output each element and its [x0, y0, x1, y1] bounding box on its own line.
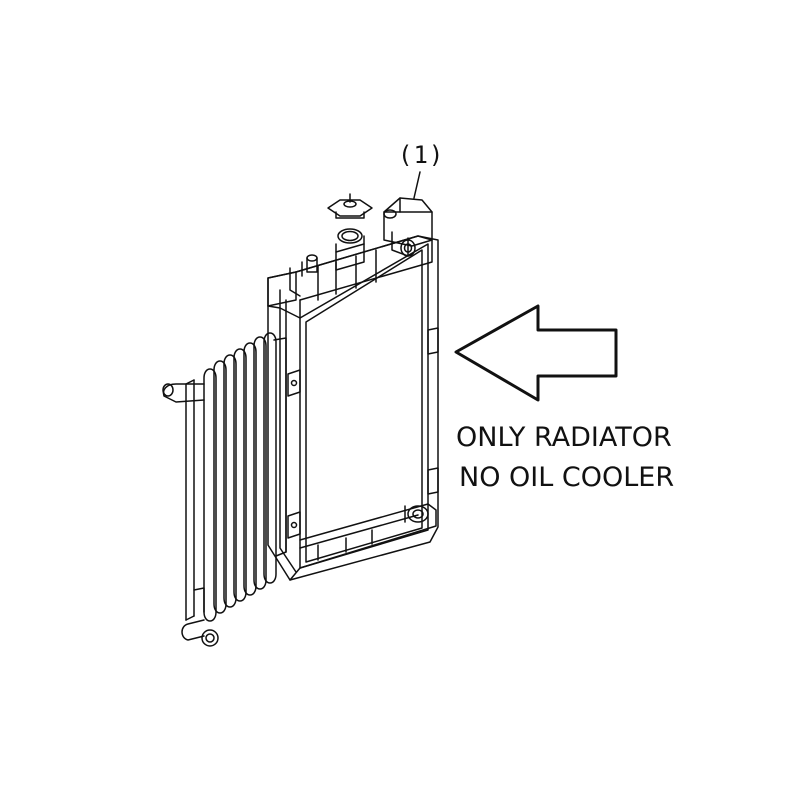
note-line-only-radiator: ONLY RADIATOR: [456, 422, 672, 453]
part-number-callout: (1): [398, 141, 445, 169]
radiator-cap: [327, 193, 373, 271]
note-line-no-oil-cooler: NO OIL COOLER: [459, 462, 675, 493]
oil-cooler: [162, 332, 287, 647]
pointer-arrow: [454, 304, 618, 402]
upper-inlet: [383, 171, 433, 257]
radiator-note: ONLY RADIATOR NO OIL COOLER: [456, 418, 674, 498]
radiator-body: [267, 235, 439, 581]
